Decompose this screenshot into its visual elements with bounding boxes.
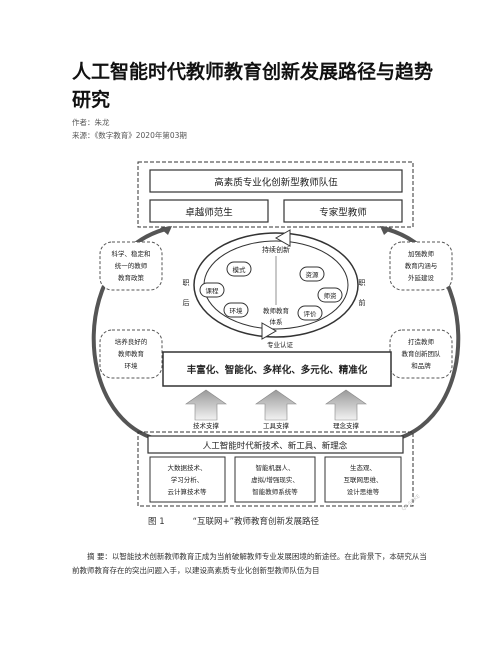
tech-box-3-line-2: 互联网思维、 bbox=[344, 475, 383, 484]
node-environment-label: 环境 bbox=[230, 306, 244, 315]
left-box bbox=[149, 199, 269, 223]
foundation-box-label: 人工智能时代新技术、新工具、新理念 bbox=[203, 441, 348, 452]
right-top-note: 加强教师 教育内涵与 外延建设 bbox=[389, 241, 453, 291]
right-bottom-note-line-2: 教育创新团队 bbox=[402, 349, 442, 358]
left-bottom-note-line-3: 环境 bbox=[125, 361, 139, 370]
author-line: 作者：朱龙 bbox=[72, 118, 110, 128]
node-environment bbox=[223, 302, 249, 318]
tech-support-arrow bbox=[185, 389, 227, 421]
support-label-tool: 工具支撑 bbox=[263, 421, 290, 430]
tech-box-2: 智能机器人、 虚拟/增强现实、 智能教师系统等 bbox=[234, 456, 316, 503]
bottom-dashed-frame bbox=[137, 431, 414, 507]
node-evaluation bbox=[297, 305, 323, 321]
tech-box-2-line-1: 智能机器人、 bbox=[256, 463, 295, 472]
cycle-top-arrowhead bbox=[274, 229, 291, 247]
tech-box-1-line-2: 学习分析、 bbox=[171, 475, 204, 484]
tool-support-arrow bbox=[255, 389, 297, 421]
right-top-note-line-2: 教育内涵与 bbox=[405, 261, 438, 270]
source-label: 来源： bbox=[72, 131, 95, 140]
source-line: 来源：《数字教育》2020年第03期 bbox=[72, 131, 187, 141]
right-side-char-1: 职 bbox=[359, 279, 366, 287]
support-label-tech: 技术支撑 bbox=[193, 421, 220, 430]
right-top-note-line-1: 加强教师 bbox=[408, 249, 435, 258]
left-bottom-note-line-2: 教师教育 bbox=[118, 349, 145, 358]
right-arrowhead bbox=[380, 226, 392, 235]
left-top-note-line-3: 教育政策 bbox=[118, 273, 145, 282]
left-side-char-1: 职 bbox=[183, 279, 190, 287]
node-teachers bbox=[317, 287, 343, 303]
right-bottom-note: 打造教师 教育创新团队 和品牌 bbox=[389, 329, 453, 379]
node-evaluation-label: 评价 bbox=[304, 310, 318, 318]
tech-box-3-line-1: 生态观、 bbox=[350, 463, 376, 472]
middle-box-label: 丰富化、智能化、多样化、多元化、精准化 bbox=[187, 364, 368, 376]
node-resources-label: 资源 bbox=[306, 270, 320, 279]
support-label-concept: 理念支撑 bbox=[333, 421, 360, 430]
tech-box-1: 大数据技术、 学习分析、 云计算技术等 bbox=[149, 456, 226, 503]
center-label: 持续创新 bbox=[262, 245, 290, 254]
cycle-bottom-arrowhead bbox=[261, 322, 278, 340]
tech-box-3: 生态观、 互联网思维、 设计思维等 bbox=[324, 456, 402, 503]
top-dashed-frame bbox=[137, 161, 414, 228]
certification-label: 专业认证 bbox=[267, 340, 294, 349]
figure-caption-text: “互联网+”教师教育创新发展路径 bbox=[192, 517, 320, 527]
left-top-note: 科学、稳定和 统一的教师 教育政策 bbox=[99, 241, 163, 291]
support-arrows bbox=[185, 389, 367, 421]
source-name: 《数字教育》2020年第03期 bbox=[94, 131, 187, 140]
top-box bbox=[149, 169, 403, 193]
left-box-label: 卓越师范生 bbox=[185, 207, 233, 219]
node-mode bbox=[226, 261, 252, 277]
concept-support-arrow bbox=[325, 389, 367, 421]
left-bottom-note-line-1: 培养良好的 bbox=[115, 337, 148, 346]
left-top-note-line-2: 统一的教师 bbox=[115, 261, 148, 270]
left-bottom-note: 培养良好的 教师教育 环境 bbox=[99, 329, 163, 379]
right-bottom-note-line-1: 打造教师 bbox=[408, 337, 435, 346]
node-resources bbox=[299, 266, 325, 282]
tech-box-1-line-3: 云计算技术等 bbox=[168, 487, 208, 496]
left-side-char-2: 后 bbox=[183, 298, 190, 307]
top-box-label: 高素质专业化创新型教师队伍 bbox=[214, 177, 338, 189]
node-course bbox=[199, 282, 225, 298]
system-label-line-1: 教师教育 bbox=[263, 306, 290, 315]
tech-box-1-line-1: 大数据技术、 bbox=[168, 463, 207, 472]
right-top-note-line-3: 外延建设 bbox=[408, 273, 435, 282]
cycle-nodes: 模式 课程 环境 资源 师资 评价 bbox=[199, 261, 343, 321]
tech-box-3-line-3: 设计思维等 bbox=[347, 487, 380, 496]
foundation-box bbox=[147, 435, 404, 454]
left-top-note-line-1: 科学、稳定和 bbox=[112, 249, 151, 258]
author-name: 朱龙 bbox=[94, 118, 110, 127]
right-box-label: 专家型教师 bbox=[319, 207, 367, 219]
right-side-char-2: 前 bbox=[359, 298, 366, 307]
outer-cycle-ellipse bbox=[193, 232, 359, 338]
right-bottom-note-line-3: 和品牌 bbox=[411, 361, 431, 370]
middle-box bbox=[162, 351, 392, 387]
left-arrowhead bbox=[160, 226, 172, 235]
system-label-line-2: 体系 bbox=[270, 317, 284, 326]
tech-box-2-line-2: 虚拟/增强现实、 bbox=[251, 475, 299, 484]
figure-caption: 图 1 “互联网+”教师教育创新发展路径 bbox=[148, 515, 319, 527]
node-teachers-label: 师资 bbox=[324, 291, 338, 300]
node-course-label: 课程 bbox=[206, 286, 220, 295]
abstract-paragraph: 摘 要：以智能技术创新教师教育正成为当前破解教师专业发展困境的新途径。在此背景下… bbox=[72, 552, 427, 575]
author-label: 作者： bbox=[72, 118, 95, 127]
article-title: 人工智能时代教师教育创新发展路径与趋势研究 bbox=[72, 61, 434, 111]
right-box bbox=[283, 199, 403, 223]
node-mode-label: 模式 bbox=[233, 265, 247, 274]
tech-box-2-line-3: 智能教师系统等 bbox=[252, 487, 298, 496]
figure-number: 图 1 bbox=[148, 517, 165, 527]
